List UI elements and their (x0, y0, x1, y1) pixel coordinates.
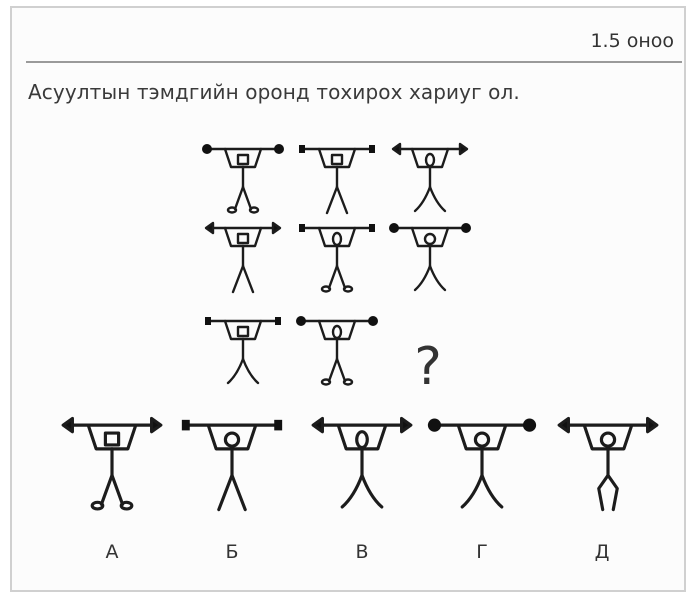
block-weight-icon (369, 224, 375, 232)
square-head-icon (236, 232, 250, 245)
block-weight-icon (274, 419, 283, 431)
grid-figure-r1-c3 (391, 142, 469, 213)
foot-icon (320, 378, 332, 386)
oval-head-icon (331, 231, 343, 247)
foot-icon (320, 285, 332, 293)
curved-legs (460, 473, 504, 509)
block-weight-icon (181, 419, 190, 431)
arrow-left-icon (557, 416, 570, 434)
straight-legs (217, 473, 247, 512)
question-text: Асуултын тэмдгийн оронд тохирох хариуг о… (28, 80, 520, 104)
option-label-c[interactable]: В (355, 541, 369, 563)
ball-weight-icon (522, 418, 537, 432)
option-figure-3[interactable] (311, 416, 413, 509)
arrow-left-icon (61, 416, 74, 434)
square-head-icon (330, 153, 344, 166)
grid-figure-r2-c1 (204, 221, 282, 294)
oval-head-icon (331, 324, 343, 340)
grid-figure-r1-c1 (202, 144, 284, 214)
block-weight-icon (299, 145, 305, 153)
arrow-left-icon (204, 221, 215, 235)
foot-icon (90, 500, 105, 511)
ball-weight-icon (368, 316, 378, 326)
circle-head-icon (599, 431, 617, 448)
circle-head-icon (423, 232, 437, 246)
grid-figure-r1-c2 (299, 145, 375, 215)
arrow-right-icon (646, 416, 659, 434)
oval-head-icon (424, 152, 436, 168)
circle-head-icon (473, 431, 491, 448)
option-figure-1[interactable] (61, 416, 163, 511)
option-figure-5[interactable] (557, 416, 659, 512)
arms (317, 319, 357, 341)
ball-weight-icon (427, 418, 442, 432)
arms (317, 226, 357, 248)
arrow-right-icon (458, 142, 469, 156)
legs-with-feet (327, 357, 347, 383)
arrow-right-icon (271, 221, 282, 235)
curved-legs (413, 185, 447, 213)
missing-symbol: ? (414, 337, 442, 397)
square-head-icon (236, 325, 250, 338)
arrow-left-icon (311, 416, 324, 434)
ball-weight-icon (296, 316, 306, 326)
square-head-icon (103, 431, 121, 447)
curved-legs (413, 264, 447, 292)
option-label-b[interactable]: Б (225, 541, 239, 563)
straight-legs (231, 264, 255, 294)
block-weight-icon (205, 317, 211, 325)
arrow-right-icon (150, 416, 163, 434)
grid-figure-r3-c1 (205, 317, 281, 385)
foot-icon (248, 206, 260, 214)
ball-weight-icon (274, 144, 284, 154)
straight-legs (325, 185, 349, 215)
arms (336, 423, 388, 451)
oval-head-icon (355, 430, 369, 450)
grid-figure-r2-c3 (389, 223, 471, 292)
legs-with-feet (327, 264, 347, 290)
arms (410, 147, 450, 169)
grid-figure-r2-c2 (299, 224, 375, 293)
curved-legs (226, 357, 260, 385)
score-label: 1.5 оноо (590, 30, 674, 52)
foot-icon (342, 285, 354, 293)
arrow-right-icon (400, 416, 413, 434)
header-divider (26, 61, 682, 63)
arrow-left-icon (391, 142, 402, 156)
foot-icon (119, 500, 134, 511)
foot-icon (342, 378, 354, 386)
option-label-e[interactable]: Д (594, 541, 610, 563)
ball-weight-icon (202, 144, 212, 154)
foot-icon (226, 206, 238, 214)
ball-weight-icon (461, 223, 471, 233)
block-weight-icon (299, 224, 305, 232)
question-card (10, 6, 686, 592)
option-label-a[interactable]: А (105, 541, 119, 563)
bent-legs (597, 473, 619, 512)
legs-with-feet (233, 185, 253, 211)
block-weight-icon (275, 317, 281, 325)
square-head-icon (236, 153, 250, 166)
ball-weight-icon (389, 223, 399, 233)
option-figure-4[interactable] (427, 418, 537, 509)
legs-with-feet (99, 473, 125, 506)
block-weight-icon (369, 145, 375, 153)
curved-legs (340, 473, 384, 509)
option-figure-2[interactable] (181, 419, 283, 512)
circle-head-icon (223, 431, 241, 448)
grid-figure-r3-c2 (296, 316, 378, 386)
option-label-d[interactable]: Г (476, 541, 488, 563)
